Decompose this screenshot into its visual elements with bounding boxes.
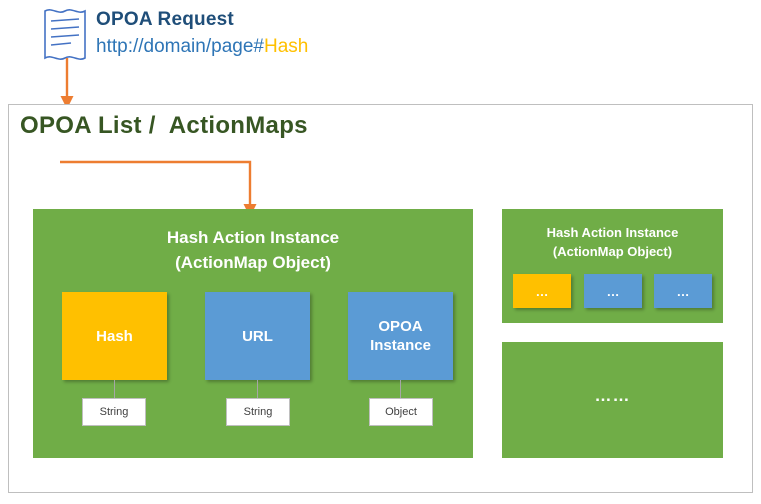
request-url: http://domain/page#Hash: [96, 36, 308, 58]
attribute-box-hash: Hash: [62, 292, 167, 380]
more-instances-panel: ……: [502, 342, 723, 458]
attribute-box-opoa-instance: OPOA Instance: [348, 292, 453, 380]
type-tag-hash: String: [82, 398, 146, 426]
side-hash-action-instance-title-line1: Hash Action Instance: [546, 225, 679, 240]
request-url-hash: Hash: [263, 36, 309, 57]
document-icon: [42, 8, 88, 66]
type-tag-url: String: [226, 398, 290, 426]
request-title: OPOA Request: [96, 9, 234, 30]
opoa-list-title: OPOA List / ActionMaps: [20, 112, 308, 139]
attribute-label-url: URL: [242, 327, 273, 345]
side-attribute-box-1: …: [513, 274, 571, 308]
more-instances-ellipsis: ……: [594, 386, 631, 405]
connector-line-url: [257, 380, 258, 398]
hash-action-instance-title: Hash Action Instance (ActionMap Object): [33, 225, 473, 275]
connector-line-opoa-instance: [400, 380, 401, 398]
connector-line-hash: [114, 380, 115, 398]
attribute-box-url: URL: [205, 292, 310, 380]
down-arrow-icon: [57, 58, 77, 110]
attribute-label-opoa-instance: OPOA Instance: [370, 318, 431, 354]
side-hash-action-instance-panel: Hash Action Instance (ActionMap Object) …: [502, 209, 723, 323]
request-url-prefix: http://domain/page#: [96, 36, 264, 57]
attribute-label-hash: Hash: [96, 327, 133, 345]
side-attribute-box-2: …: [584, 274, 642, 308]
side-hash-action-instance-title-line2: (ActionMap Object): [552, 244, 673, 259]
type-tag-opoa-instance: Object: [369, 398, 433, 426]
side-hash-action-instance-title: Hash Action Instance (ActionMap Object): [502, 223, 723, 261]
hash-action-instance-title-line1: Hash Action Instance: [166, 228, 340, 247]
side-attribute-box-3: …: [654, 274, 712, 308]
hash-action-instance-title-line2: (ActionMap Object): [175, 253, 331, 272]
